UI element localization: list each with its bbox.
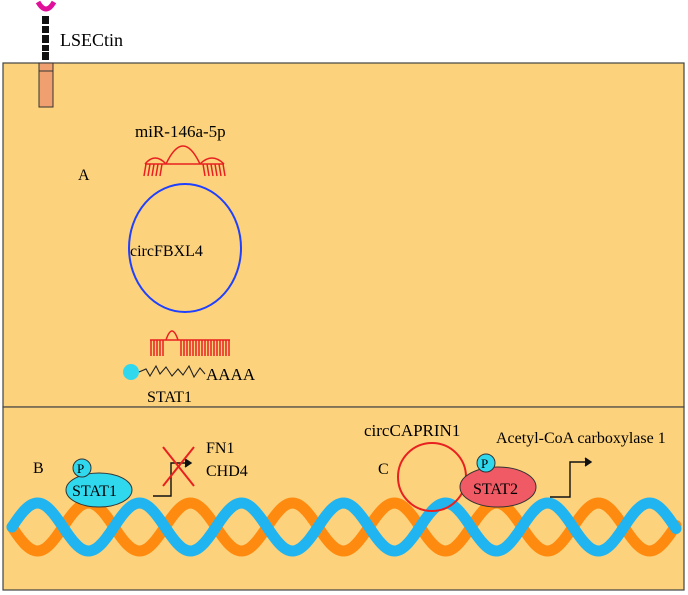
circcaprin1-label: circCAPRIN1: [364, 421, 460, 440]
dna-helix-icon: [6, 497, 682, 557]
mrna-icon: [123, 364, 206, 380]
panel-a-label: A: [78, 167, 90, 184]
dna-strand-blue: [6, 497, 682, 557]
mirna-icon: [150, 330, 230, 356]
cytoplasm-region: [2, 62, 685, 408]
target-gene-label: Acetyl-CoA carboxylase 1: [496, 430, 666, 447]
cross-icon: [162, 446, 195, 487]
stat1-protein-label: STAT1: [72, 483, 117, 500]
circrna-icon: [128, 183, 242, 313]
stat2-protein: [459, 466, 537, 508]
arrow-icon: [550, 457, 593, 498]
receptor-icon: [35, 0, 57, 108]
panel-b-label: B: [33, 460, 44, 477]
phospho-b: [72, 458, 92, 478]
dna-strand-orange: [6, 497, 682, 557]
mirna-label: miR-146a-5p: [135, 122, 226, 141]
panel-c-label: C: [378, 461, 389, 478]
circfbxl4-label: circFBXL4: [130, 243, 203, 260]
mirna-icon: [143, 145, 226, 177]
stat1-protein: [65, 472, 133, 508]
phospho-b-label: P: [77, 461, 84, 476]
gene-fn1-label: FN1: [206, 440, 234, 457]
gene-chd4-label: CHD4: [206, 463, 248, 480]
stat2-protein-label: STAT2: [473, 481, 518, 498]
polya-label: AAAA: [206, 365, 256, 384]
phospho-c: [476, 453, 496, 473]
receptor-label: LSECtin: [60, 30, 123, 50]
phospho-c-label: P: [481, 456, 488, 471]
stat1-mrna-label: STAT1: [147, 389, 192, 406]
